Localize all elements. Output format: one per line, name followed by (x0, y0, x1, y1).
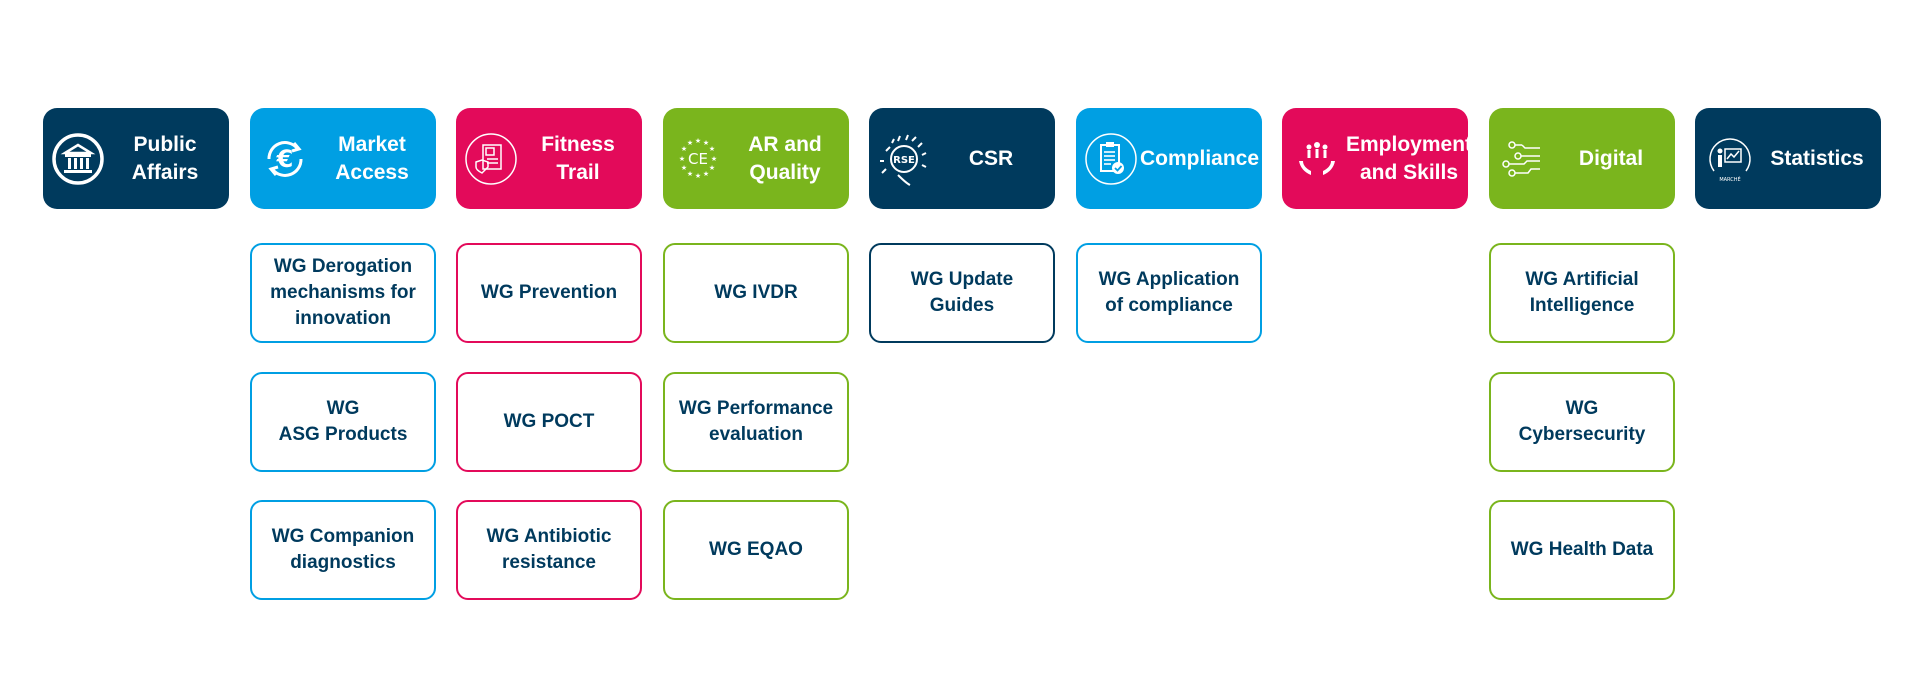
theme-header-digital[interactable]: Digital (1489, 108, 1675, 209)
clipboard-check-icon (1082, 130, 1140, 188)
working-group-wg-prevention[interactable]: WG Prevention (456, 243, 642, 343)
working-group-wg-ivdr[interactable]: WG IVDR (663, 243, 849, 343)
svg-text:★: ★ (695, 172, 701, 180)
theme-label: Statistics (1770, 146, 1864, 170)
svg-text:★: ★ (709, 145, 715, 153)
theme-label: Public Affairs (131, 132, 199, 184)
theme-label: Digital (1578, 146, 1644, 170)
svg-text:RSE: RSE (893, 155, 915, 166)
theme-header-csr[interactable]: RSE CSR (869, 108, 1055, 209)
working-group-wg-artificial-intelligence[interactable]: WG Artificial Intelligence (1489, 243, 1675, 343)
theme-header-compliance[interactable]: Compliance (1076, 108, 1262, 209)
circuit-icon (1495, 130, 1553, 188)
svg-text:★: ★ (681, 145, 687, 153)
people-hands-icon (1288, 130, 1346, 188)
working-group-wg-derogation-mechanisms-for-innovation[interactable]: WG Derogation mechanisms for innovation (250, 243, 436, 343)
theme-header-public-affairs[interactable]: Public Affairs (43, 108, 229, 209)
working-group-wg-antibiotic-resistance[interactable]: WG Antibiotic resistance (456, 500, 642, 600)
working-group-wg-performance-evaluation[interactable]: WG Performance evaluation (663, 372, 849, 472)
market-chart-icon: MARCHÉ (1701, 130, 1759, 188)
government-building-icon (49, 130, 107, 188)
svg-text:★: ★ (711, 155, 717, 163)
working-group-wg-update-guides[interactable]: WG Update Guides (869, 243, 1055, 343)
svg-text:★: ★ (679, 155, 685, 163)
working-group-wg-asg-products[interactable]: WG ASG Products (250, 372, 436, 472)
theme-label: AR and Quality (748, 132, 822, 184)
svg-text:★: ★ (695, 137, 701, 145)
theme-header-employment-and-skills[interactable]: Employment and Skills (1282, 108, 1472, 209)
medical-document-shield-icon (462, 130, 520, 188)
svg-text:★: ★ (687, 139, 693, 147)
svg-text:CE: CE (688, 150, 708, 168)
working-group-wg-companion-diagnostics[interactable]: WG Companion diagnostics (250, 500, 436, 600)
svg-text:★: ★ (703, 139, 709, 147)
theme-label: Market Access (335, 132, 409, 184)
svg-text:★: ★ (687, 170, 693, 178)
ce-mark-stars-icon: ★★★★★★★★★★★★CE (669, 130, 727, 188)
theme-label: CSR (968, 146, 1014, 170)
euro-exchange-icon: € (256, 130, 314, 188)
svg-text:€: € (276, 145, 294, 173)
theme-label: Compliance (1140, 146, 1260, 170)
svg-text:★: ★ (681, 164, 687, 172)
theme-header-fitness-trail[interactable]: Fitness Trail (456, 108, 642, 209)
theme-label: Fitness Trail (541, 132, 615, 184)
rse-globe-icon: RSE (875, 130, 933, 188)
working-group-wg-poct[interactable]: WG POCT (456, 372, 642, 472)
svg-text:★: ★ (709, 164, 715, 172)
theme-header-market-access[interactable]: € Market Access (250, 108, 436, 209)
theme-label: Employment and Skills (1346, 132, 1473, 184)
working-group-wg-health-data[interactable]: WG Health Data (1489, 500, 1675, 600)
working-group-wg-cybersecurity[interactable]: WG Cybersecurity (1489, 372, 1675, 472)
working-group-wg-eqao[interactable]: WG EQAO (663, 500, 849, 600)
theme-header-statistics[interactable]: MARCHÉ Statistics (1695, 108, 1881, 209)
svg-text:MARCHÉ: MARCHÉ (1719, 175, 1740, 183)
svg-text:★: ★ (703, 170, 709, 178)
working-group-wg-application-of-compliance[interactable]: WG Application of compliance (1076, 243, 1262, 343)
